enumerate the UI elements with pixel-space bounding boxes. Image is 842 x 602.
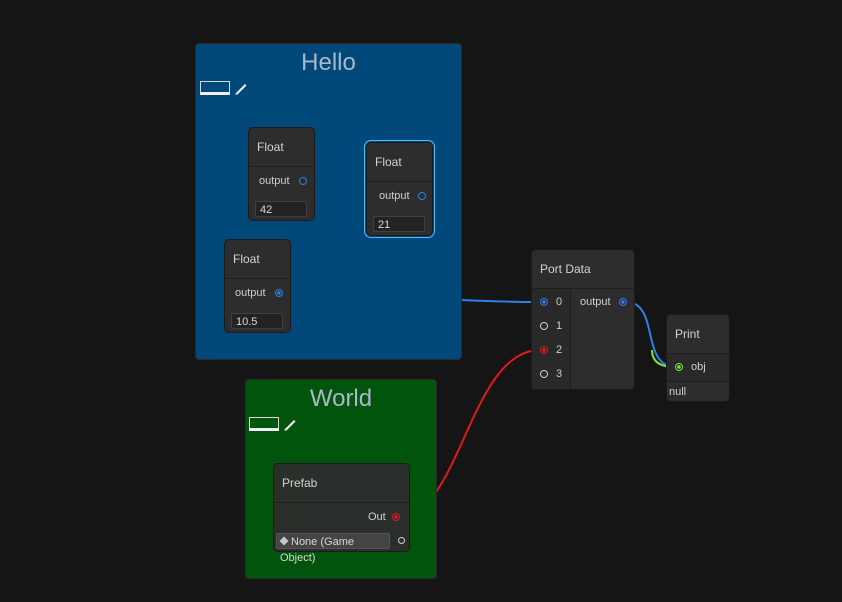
output-label: output <box>580 296 611 308</box>
input-label: obj <box>691 361 706 373</box>
group-title[interactable]: World <box>309 385 373 412</box>
port-icon[interactable] <box>418 192 426 200</box>
port-icon[interactable] <box>540 322 548 330</box>
node-title: Float <box>225 240 290 279</box>
print-node[interactable]: Print obj null <box>666 314 730 402</box>
port-icon[interactable] <box>275 289 283 297</box>
node-title: Float <box>249 128 314 167</box>
group-hello[interactable]: Hello Float output 42 Float output 21 Fl… <box>195 43 462 360</box>
node-title: Float <box>367 143 432 182</box>
node-title: Prefab <box>274 464 409 503</box>
input-label: 1 <box>556 320 563 332</box>
float-node-selected[interactable]: Float output 21 <box>364 140 435 238</box>
node-title: Print <box>667 315 729 354</box>
output-label: output <box>259 175 290 187</box>
input-column <box>532 289 571 389</box>
port-icon[interactable] <box>619 298 627 306</box>
pencil-icon[interactable] <box>234 81 248 95</box>
input-label: 2 <box>556 344 563 356</box>
group-color-swatch[interactable] <box>200 81 230 95</box>
output-label: Out <box>368 511 386 523</box>
port-icon[interactable] <box>540 370 548 378</box>
input-label: 0 <box>556 296 563 308</box>
group-title[interactable]: Hello <box>301 49 356 76</box>
output-label: output <box>235 287 266 299</box>
group-world[interactable]: World Prefab Out None (Game Object) <box>245 379 437 579</box>
object-field[interactable]: None (Game Object) <box>276 533 390 564</box>
port-icon[interactable] <box>540 346 548 354</box>
pencil-icon[interactable] <box>283 417 297 431</box>
value-label: null <box>669 386 687 398</box>
port-icon[interactable] <box>540 298 548 306</box>
value-field[interactable]: 10.5 <box>231 313 283 329</box>
prefab-node[interactable]: Prefab Out None (Game Object) <box>273 463 410 564</box>
object-field-label: None (Game Object) <box>280 536 354 564</box>
float-node[interactable]: Float output 10.5 <box>224 239 291 333</box>
object-picker-icon[interactable] <box>398 537 405 544</box>
group-color-swatch[interactable] <box>249 417 279 431</box>
node-title: Port Data <box>532 250 634 289</box>
port-data-node[interactable]: Port Data 0 1 2 3 output <box>531 249 635 390</box>
float-node[interactable]: Float output 42 <box>248 127 315 221</box>
gameobject-icon <box>279 536 289 546</box>
value-field[interactable]: 42 <box>255 201 307 217</box>
value-field[interactable]: 21 <box>373 216 425 232</box>
port-icon[interactable] <box>299 177 307 185</box>
port-icon[interactable] <box>392 513 400 521</box>
port-icon[interactable] <box>675 363 683 371</box>
input-label: 3 <box>556 368 563 380</box>
output-label: output <box>379 190 410 202</box>
